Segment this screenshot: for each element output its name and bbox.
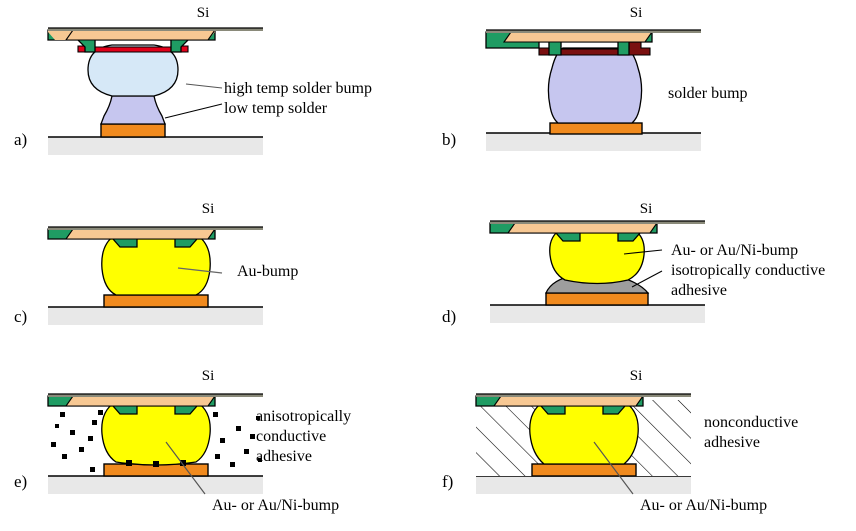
chip-top-edge [48, 28, 263, 31]
panel-a-drawing [47, 27, 263, 155]
silicon-chip [506, 222, 659, 234]
substrate-body [486, 133, 701, 151]
panel-a: a) Si high temp solder bump low [0, 0, 428, 177]
panel-e-letter: e) [14, 472, 28, 491]
substrate-body [476, 476, 691, 494]
substrate-pad [100, 123, 166, 138]
panel-f-label-adhesive-2: adhesive [704, 434, 760, 451]
panel-e-si-label: Si [201, 368, 215, 384]
conductive-particle [180, 460, 186, 466]
high-temp-solder-bump [87, 44, 179, 97]
panel-d-letter: d) [442, 307, 457, 326]
substrate-body [490, 305, 705, 323]
panel-e-label-bump: Au- or Au/Ni-bump [212, 497, 340, 514]
panel-b-label-solder-bump: solder bump [668, 85, 748, 102]
chip-top-edge [490, 221, 705, 224]
substrate-pad [549, 122, 643, 135]
panel-d-label-adhesive-2: adhesive [671, 282, 727, 299]
substrate-pad [545, 292, 649, 306]
panel-f-si-label: Si [629, 368, 643, 384]
silicon-chip [64, 29, 217, 41]
chip-top-edge [48, 227, 263, 230]
chip-top-edge [486, 30, 701, 33]
panel-c-si-label: Si [201, 201, 215, 217]
silicon-chip [64, 395, 217, 407]
leader-line-bump [623, 249, 663, 255]
leader-line-low-temp [164, 103, 223, 119]
leader-line-high-temp [185, 83, 223, 89]
conductive-particle-field [51, 410, 262, 472]
silicon-chip [492, 395, 645, 407]
substrate-pad [103, 294, 209, 308]
silicon-chip [64, 228, 217, 240]
panel-b-si-label: Si [629, 5, 643, 21]
silicon-chip [502, 31, 654, 43]
panel-a-label-low-temp: low temp solder [224, 100, 328, 117]
panel-f-label-adhesive-1: nonconductive [704, 414, 799, 431]
panel-d-drawing [489, 220, 705, 323]
panel-c-drawing [47, 226, 263, 325]
panel-e-label-adhesive-3: adhesive [256, 448, 312, 465]
panel-d-label-adhesive-1: isotropically conductive [671, 262, 826, 279]
substrate-body [48, 476, 263, 494]
substrate-body [48, 307, 263, 325]
panel-f: f) Si [428, 354, 856, 531]
panel-f-drawing [475, 393, 691, 495]
panel-e: e) Si [0, 354, 428, 531]
leader-line-adhesive [631, 270, 663, 288]
chip-top-edge [476, 394, 691, 397]
leader-line-au-bump [177, 267, 223, 274]
panel-c-label-au-bump: Au-bump [237, 263, 299, 280]
panel-b-drawing [485, 29, 701, 151]
conductive-particle [126, 460, 132, 466]
panel-e-label-adhesive-2: conductive [256, 428, 327, 445]
leader-line-bump [593, 441, 634, 495]
panel-c: c) Si Au-bump [0, 177, 428, 354]
substrate-pad [531, 463, 637, 477]
low-temp-solder [100, 95, 166, 125]
panel-d-label-bump: Au- or Au/Ni-bump [671, 242, 799, 259]
leader-line-bump [165, 441, 206, 495]
panel-f-letter: f) [442, 472, 454, 491]
panel-d: d) Si Au- or Au/Ni-bump isotropically co… [428, 177, 856, 354]
panel-b-letter: b) [442, 130, 457, 149]
substrate-body [48, 137, 263, 155]
panel-e-label-adhesive-1: anisotropically [256, 408, 352, 425]
panel-b: b) Si solder bump [428, 0, 856, 177]
au-ni-bump [549, 228, 645, 285]
panel-a-letter: a) [14, 130, 28, 149]
panel-f-label-bump: Au- or Au/Ni-bump [640, 497, 768, 514]
chip-top-edge [48, 394, 263, 397]
panel-d-si-label: Si [639, 201, 653, 217]
solder-bump [547, 47, 643, 124]
panel-c-letter: c) [14, 307, 28, 326]
conductive-particle [153, 461, 159, 467]
panel-a-si-label: Si [196, 5, 210, 21]
panel-e-drawing [47, 393, 263, 495]
panel-a-label-high-temp: high temp solder bump [224, 80, 372, 97]
